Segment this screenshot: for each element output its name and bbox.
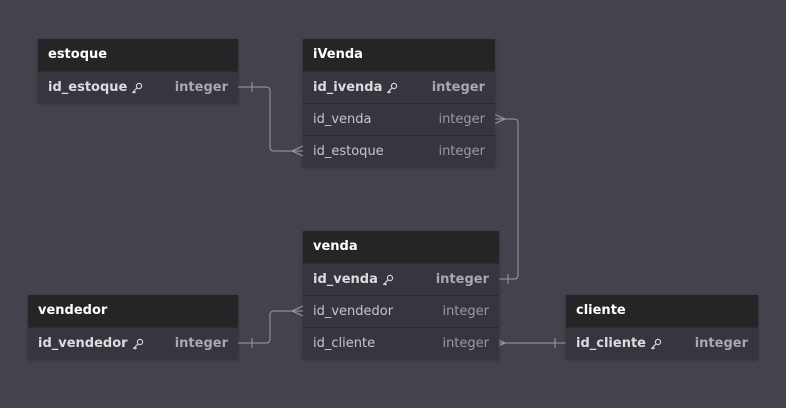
field-name: id_vendedor [38,336,144,351]
relation-cliente-venda[interactable] [493,337,566,349]
relation-vendedor-venda[interactable] [238,305,304,348]
key-icon [386,82,398,94]
key-icon [382,274,394,286]
table-header-ivenda: iVenda [303,39,495,71]
field-type: integer [431,80,485,95]
relation-venda-ivenda[interactable] [493,113,519,284]
field-name: id_estoque [313,144,384,159]
field-name-text: id_venda [313,112,372,127]
field-type: integer [442,336,489,351]
field-name-text: id_estoque [48,80,128,95]
field-row[interactable]: id_vendedor integer [303,295,499,327]
field-type: integer [438,112,485,127]
field-name: id_vendedor [313,304,393,319]
field-row[interactable]: id_vendedor integer [28,327,238,359]
key-icon [132,338,144,350]
field-name: id_estoque [48,80,143,95]
field-name: id_cliente [576,336,662,351]
field-name: id_ivenda [313,80,398,95]
table-header-vendedor: vendedor [28,295,238,327]
field-type: integer [174,336,228,351]
field-name-text: id_vendedor [313,304,394,319]
table-header-cliente: cliente [566,295,758,327]
table-header-venda: venda [303,231,499,263]
table-cliente[interactable]: cliente id_cliente integer [566,295,758,359]
field-name-text: id_ivenda [313,80,383,95]
field-type: integer [438,144,485,159]
field-row[interactable]: id_ivenda integer [303,71,495,103]
field-name: id_venda [313,112,372,127]
relation-estoque-ivenda[interactable] [238,82,304,157]
table-vendedor[interactable]: vendedor id_vendedor integer [28,295,238,359]
key-icon [131,82,143,94]
field-row[interactable]: id_estoque integer [303,135,495,167]
field-name-text: id_cliente [576,336,646,351]
field-name: id_venda [313,272,394,287]
field-row[interactable]: id_cliente integer [566,327,758,359]
field-name-text: id_venda [313,272,378,287]
field-row[interactable]: id_venda integer [303,263,499,295]
field-row[interactable]: id_estoque integer [38,71,238,103]
field-name: id_cliente [313,336,375,351]
table-header-estoque: estoque [38,39,238,71]
field-type: integer [442,304,489,319]
field-row[interactable]: id_cliente integer [303,327,499,359]
field-name-text: id_vendedor [38,336,128,351]
table-estoque[interactable]: estoque id_estoque integer [38,39,238,103]
field-name-text: id_estoque [313,144,384,159]
field-name-text: id_cliente [313,336,376,351]
field-row[interactable]: id_venda integer [303,103,495,135]
field-type: integer [435,272,489,287]
field-type: integer [174,80,228,95]
key-icon [650,338,662,350]
field-type: integer [694,336,748,351]
